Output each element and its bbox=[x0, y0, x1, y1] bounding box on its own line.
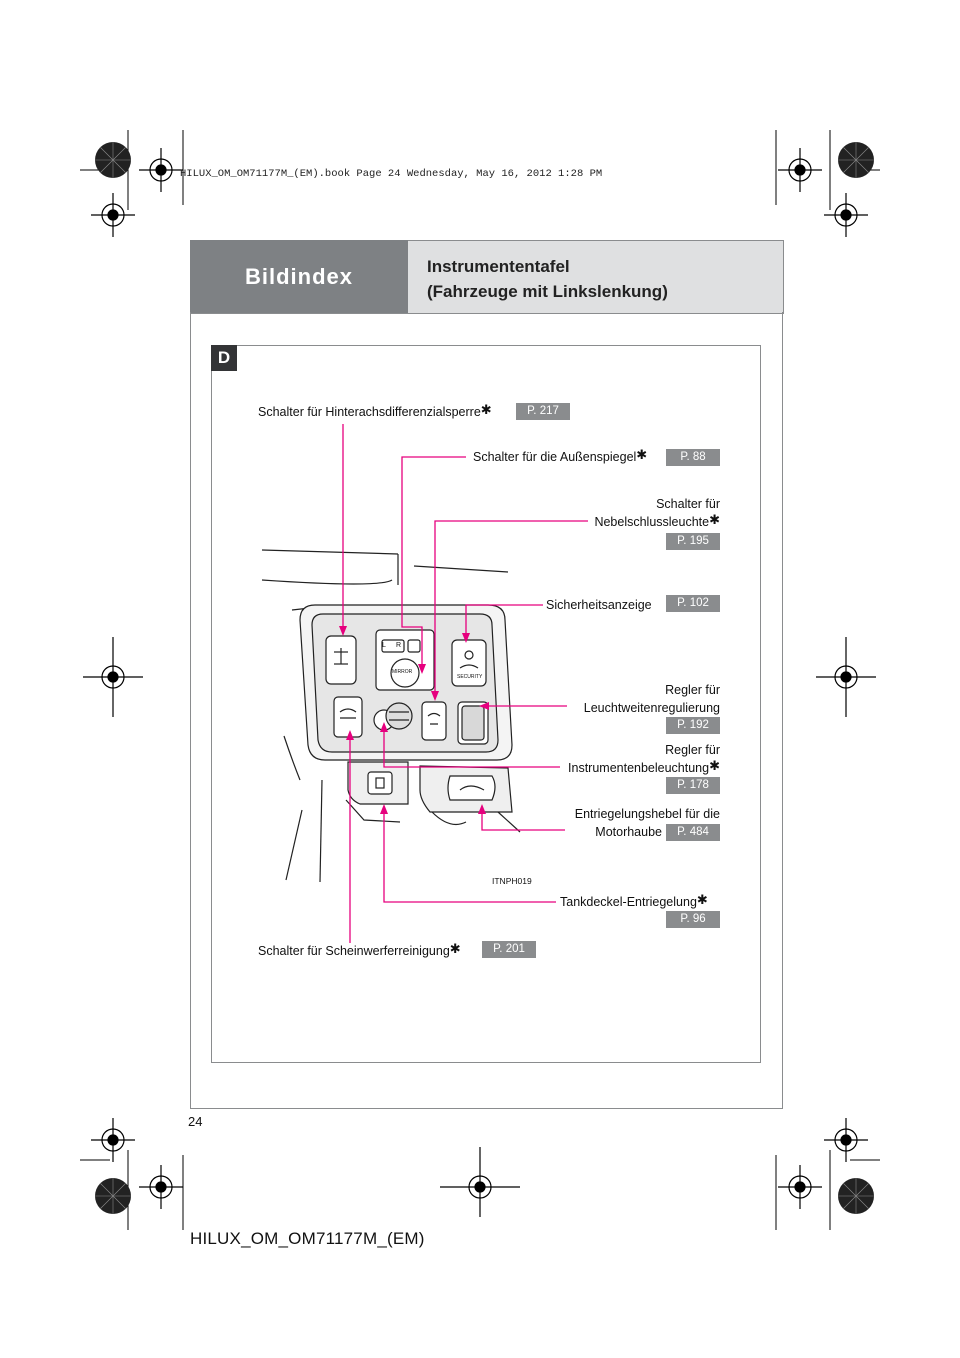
page-title: Instrumententafel (Fahrzeuge mit Linksle… bbox=[427, 254, 668, 304]
callout-mirrors-label: Schalter für die Außenspiegel✱ bbox=[473, 447, 648, 464]
callout-mirrors-ref[interactable]: P. 88 bbox=[666, 449, 720, 466]
callout-instrument-lighting-ref[interactable]: P. 178 bbox=[666, 777, 720, 794]
callout-rear-fog-ref[interactable]: P. 195 bbox=[666, 533, 720, 550]
mirror-r-label: R bbox=[396, 642, 402, 649]
content-frame bbox=[190, 312, 783, 1109]
page-title-line2: (Fahrzeuge mit Linkslenkung) bbox=[427, 282, 668, 301]
callout-security-ref[interactable]: P. 102 bbox=[666, 595, 720, 612]
callout-security-label: Sicherheitsanzeige bbox=[546, 598, 652, 612]
book-info-line: HILUX_OM_OM71177M_(EM).book Page 24 Wedn… bbox=[180, 168, 603, 180]
mirror-l-label: L bbox=[382, 642, 386, 649]
page-title-line1: Instrumententafel bbox=[427, 257, 570, 276]
callout-hood-label: Entriegelungshebel für die Motorhaube bbox=[574, 807, 720, 839]
footer-code: HILUX_OM_OM71177M_(EM) bbox=[190, 1229, 425, 1248]
section-tab-label: Bildindex bbox=[244, 263, 353, 289]
callout-leveling-label: Regler für Leuchtweitenregulierung bbox=[583, 683, 720, 715]
callout-leveling-ref[interactable]: P. 192 bbox=[666, 717, 720, 734]
figure-frame bbox=[211, 345, 761, 1063]
illustration-code: ITNPH019 bbox=[492, 876, 532, 886]
callout-rear-fog-label: Schalter für Nebelschlussleuchte✱ bbox=[594, 497, 720, 529]
callout-rear-diff-lock-label: Schalter für Hinterachsdifferenzialsperr… bbox=[258, 402, 492, 419]
callout-headlight-cleaner-ref[interactable]: P. 201 bbox=[482, 941, 536, 958]
callout-fuel-door-label: Tankdeckel-Entriegelung✱ bbox=[560, 892, 708, 909]
callout-headlight-cleaner-label: Schalter für Scheinwerferreinigung✱ bbox=[258, 941, 461, 958]
security-text: SECURITY bbox=[457, 674, 483, 680]
page-number: 24 bbox=[188, 1114, 203, 1129]
section-tab: Bildindex bbox=[190, 240, 408, 313]
callout-hood-ref[interactable]: P. 484 bbox=[666, 824, 720, 841]
callout-rear-diff-lock-ref[interactable]: P. 217 bbox=[516, 403, 570, 420]
callout-fuel-door-ref[interactable]: P. 96 bbox=[666, 911, 720, 928]
mirror-text: MIRROR bbox=[392, 669, 413, 675]
section-letter-badge: D bbox=[211, 345, 237, 371]
callout-instrument-lighting-label: Regler für Instrumentenbeleuchtung✱ bbox=[568, 743, 720, 775]
